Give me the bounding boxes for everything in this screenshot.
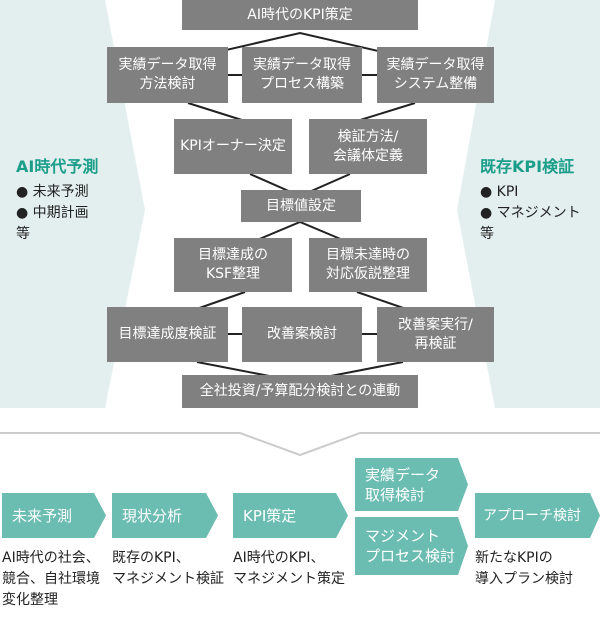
target-setting-box: 目標値設定 xyxy=(241,190,361,222)
right-panel-title: 既存KPI検証 xyxy=(480,157,575,176)
step-future-forecast: 未来予測 xyxy=(2,493,106,538)
step-current-analysis: 現状分析 xyxy=(112,493,218,538)
left-panel-list: ● 未来予測 ● 中期計画 等 xyxy=(16,182,89,245)
kpi-owner-box: KPIオーナー決定 xyxy=(174,119,292,174)
list-item: 等 xyxy=(480,226,494,242)
step-caption: 新たなKPIの 導入プラン検討 xyxy=(475,550,573,587)
list-item: ● マネジメント xyxy=(480,205,581,221)
list-item: ● 未来予測 xyxy=(16,184,89,200)
step-approach: アプローチ検討 xyxy=(475,493,600,538)
verification-method-box: 検証方法/ 会議体定義 xyxy=(309,119,427,174)
improvement-exec-box: 改善案実行/ 再検証 xyxy=(377,307,494,362)
list-item: ● 中期計画 xyxy=(16,205,89,221)
right-panel-list: ● KPI ● マネジメント 等 xyxy=(480,182,581,245)
achievement-check-box: 目標達成度検証 xyxy=(107,307,228,362)
data-system-box: 実績データ取得 システム整備 xyxy=(377,47,494,103)
ksf-box: 目標達成の KSF整理 xyxy=(174,238,292,292)
step-caption: AI時代の社会、 競合、自社環境 変化整理 xyxy=(2,550,100,608)
list-item: ● KPI xyxy=(480,184,519,200)
investment-link-box: 全社投資/予算配分検討との連動 xyxy=(182,375,418,408)
step-caption: 既存のKPI、 マネジメント検証 xyxy=(112,550,224,587)
data-process-box: 実績データ取得 プロセス構築 xyxy=(242,47,362,103)
kpi-strategy-box: AI時代のKPI策定 xyxy=(182,0,418,30)
list-item: 等 xyxy=(16,226,30,242)
step-label: アプローチ検討 xyxy=(483,507,581,524)
step-caption: AI時代のKPI、 マネジメント策定 xyxy=(233,550,345,587)
hypothesis-box: 目標未達時の 対応仮説整理 xyxy=(309,238,427,292)
step-label: KPI策定 xyxy=(243,506,297,525)
step-kpi-strategy: KPI策定 xyxy=(233,493,348,538)
step-label: マジメント プロセス検討 xyxy=(365,527,456,565)
step-label: 実績データ 取得検討 xyxy=(365,465,441,504)
step-label: 現状分析 xyxy=(122,506,183,525)
data-method-box: 実績データ取得 方法検討 xyxy=(107,47,228,103)
section-divider xyxy=(0,432,600,457)
step-label: 未来予測 xyxy=(12,506,73,525)
left-panel-title: AI時代予測 xyxy=(16,157,99,176)
step-data-acquisition: 実績データ 取得検討 xyxy=(355,458,468,511)
step-management-process: マジメント プロセス検討 xyxy=(355,517,468,575)
improvement-plan-box: 改善案検討 xyxy=(242,307,362,362)
